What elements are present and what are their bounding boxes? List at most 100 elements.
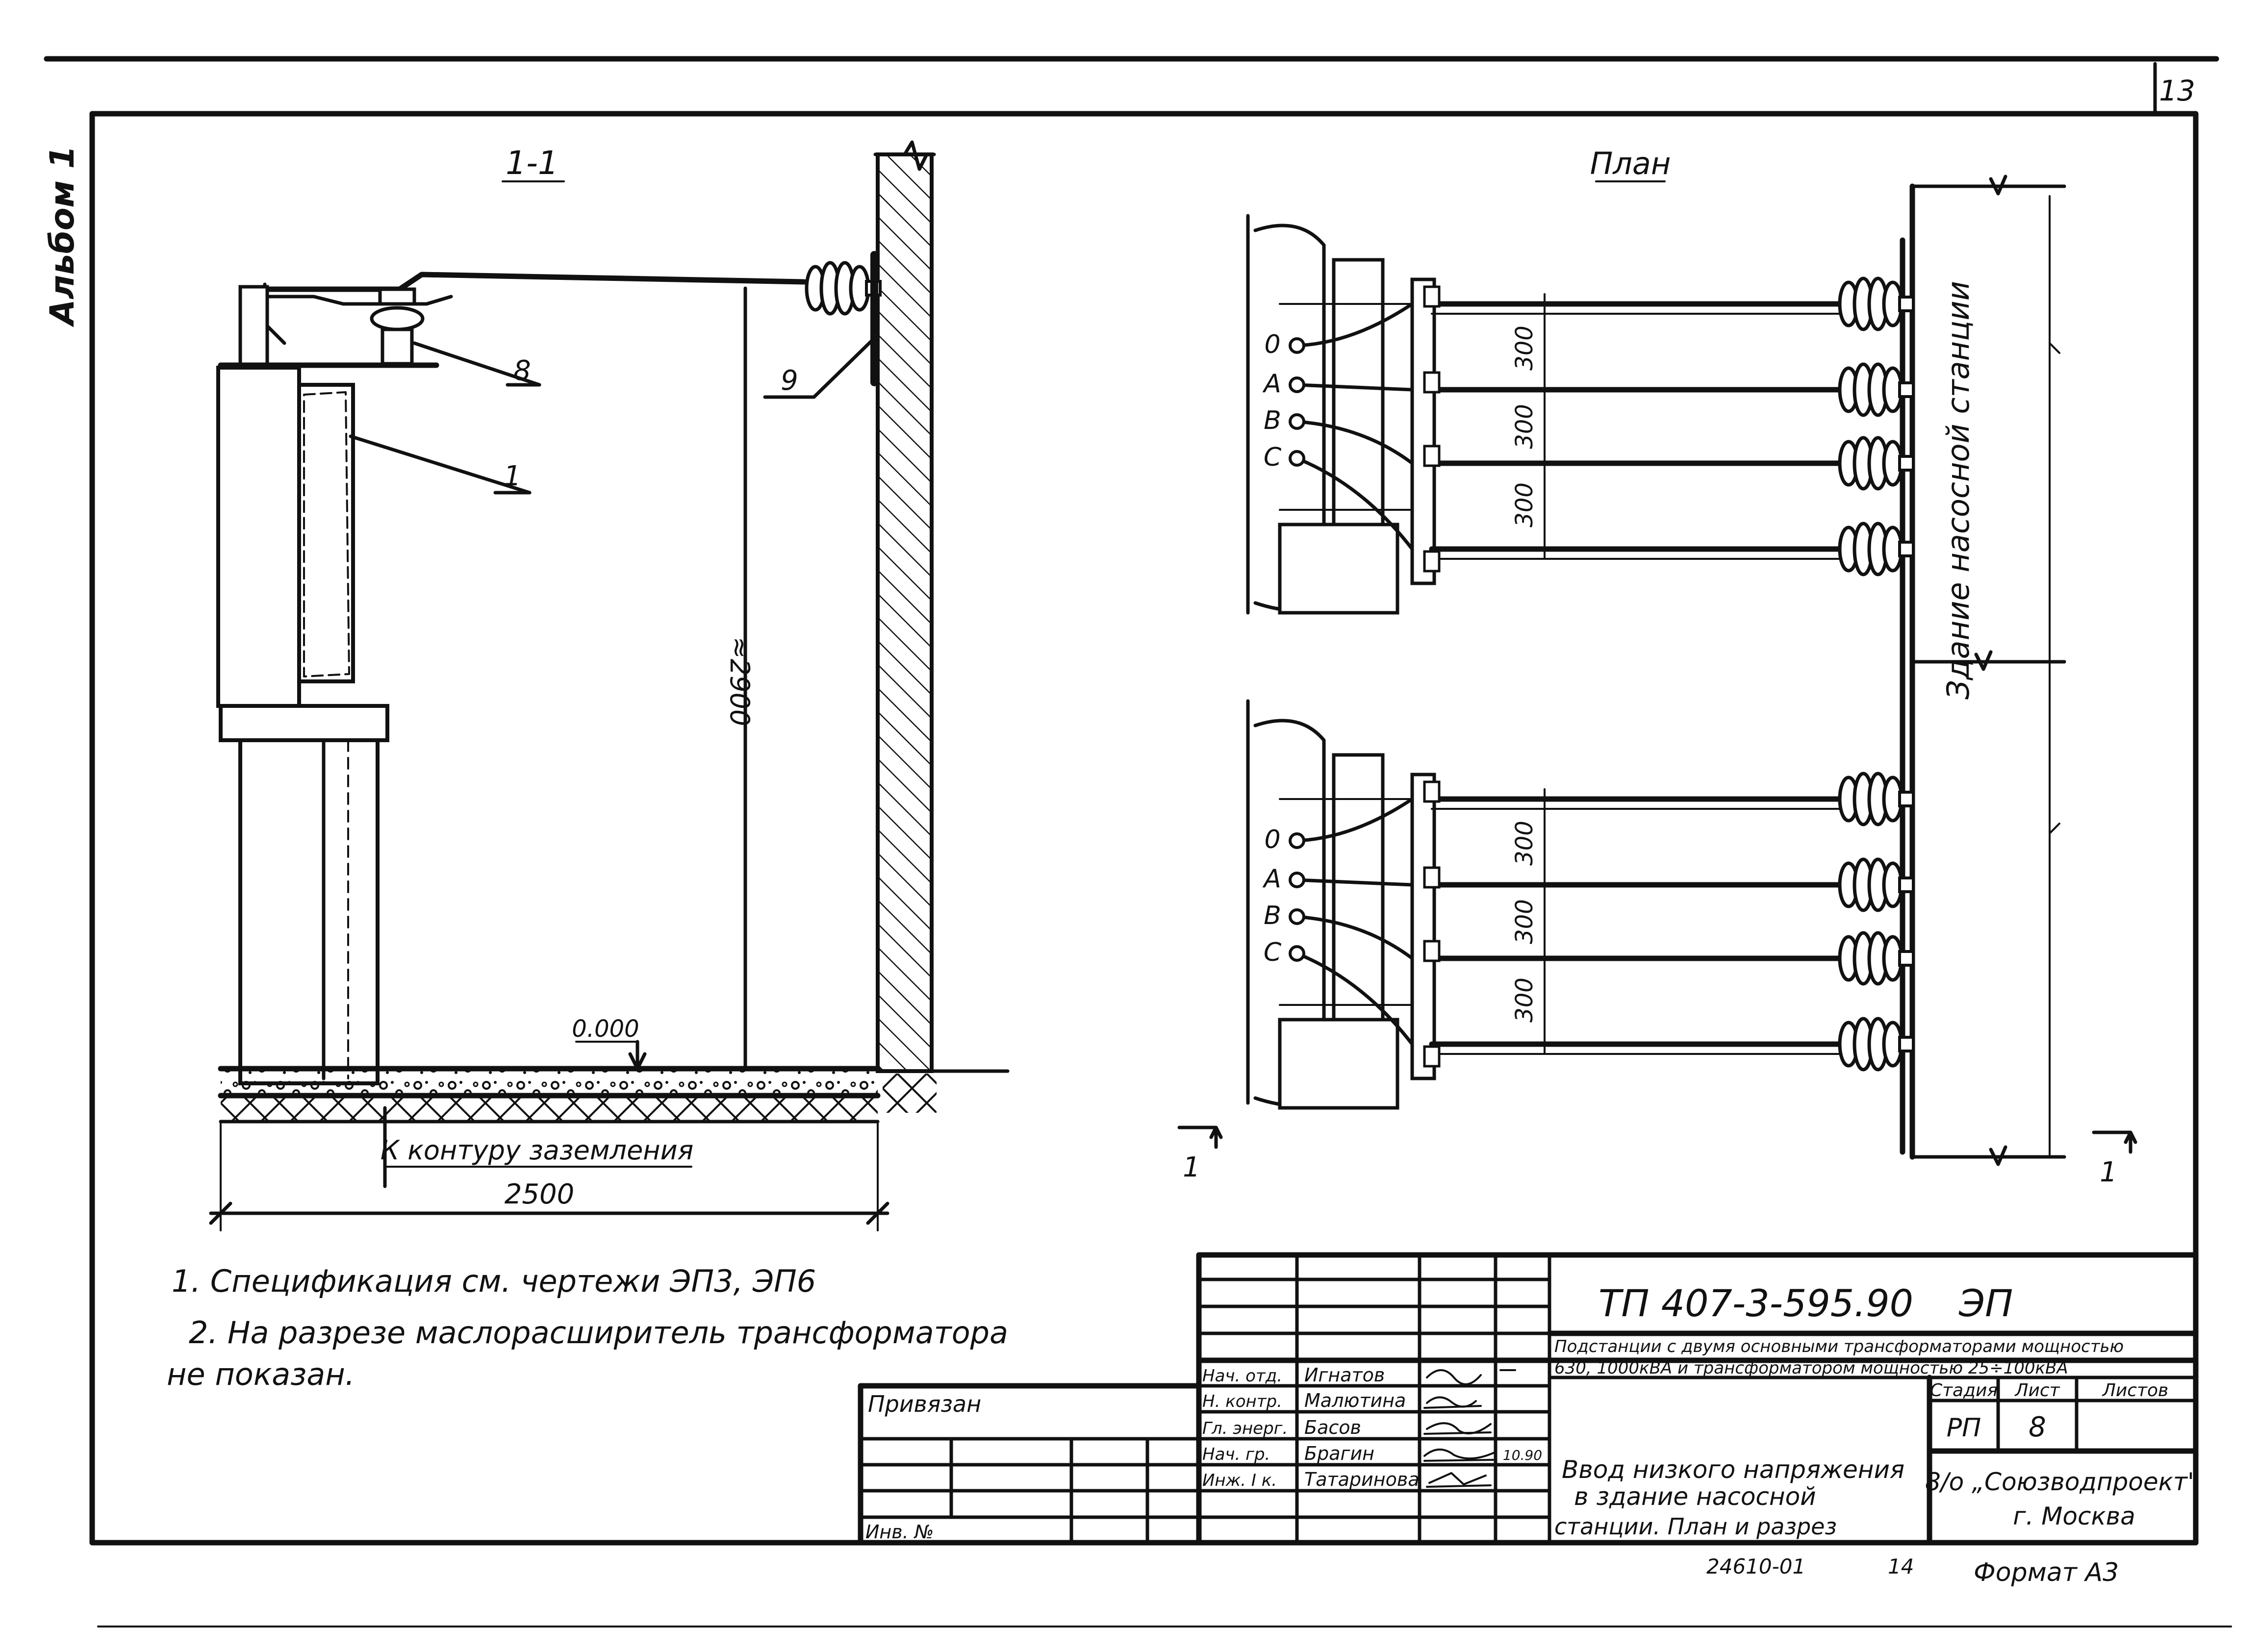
title-block: Привязан Инв. № Нач. отд. Игнатов Н. кон… [858, 1252, 2199, 1546]
width-dim-ticks [209, 1201, 889, 1225]
soil-hatch [221, 1097, 878, 1122]
phase-label-c: C [1264, 938, 1282, 967]
archive-sheet: 14 [1888, 1554, 1914, 1578]
document-code: ТП 407-3-595.90 [1599, 1281, 1913, 1325]
plan-wall-ticks [2049, 342, 2060, 834]
floor-gravel [221, 1069, 878, 1096]
bus-support-frame [1410, 773, 1436, 1080]
section-title: 1-1 [506, 144, 558, 182]
sig-role-5: Инж. I к. [1202, 1471, 1277, 1490]
sig-role-2: Н. контр. [1202, 1392, 1282, 1411]
lead-0 [1295, 797, 1414, 843]
sig-name-4: Брагин [1304, 1443, 1374, 1464]
support-b [1423, 940, 1441, 962]
sig-name-5: Татаринова [1304, 1469, 1420, 1490]
spacing-dim-2: 300 [1511, 404, 1538, 449]
plan-building [1912, 186, 2064, 1147]
bushing-shed [370, 306, 425, 331]
phase-label-b: B [1264, 406, 1281, 435]
callout-9: 9 [781, 365, 798, 397]
lead-b [1295, 915, 1414, 960]
sheets-header: Листов [2102, 1380, 2168, 1401]
binding-label: Привязан [868, 1391, 981, 1417]
bushing-body [381, 327, 414, 366]
transformer-side [1332, 258, 1385, 576]
transformer-cabinet [1278, 1018, 1399, 1110]
bus-support-frame [1410, 277, 1436, 585]
sig-name-1: Игнатов [1304, 1364, 1385, 1386]
terminal-a [1289, 872, 1305, 888]
sheet-title-line-1: Ввод низкого напряжения [1562, 1455, 1904, 1484]
callout-1: 1 [504, 460, 521, 492]
stage-header: Стадия [1930, 1380, 1998, 1401]
terminal-c [1289, 945, 1305, 962]
support-b [1423, 445, 1441, 467]
spacing-dim-1: 300 [1511, 821, 1538, 866]
callout-9-leader [812, 336, 876, 399]
plan-unit-lower: 0 A B C 300 300 300 [1246, 699, 1913, 1110]
sheet-header: Лист [2014, 1380, 2060, 1401]
sig-role-1: Нач. отд. [1202, 1366, 1282, 1386]
signature-3 [1423, 1422, 1492, 1435]
lead-c [1295, 456, 1414, 551]
outside-soil [883, 1074, 937, 1113]
stage-value: РП [1947, 1413, 1981, 1443]
organization-line-2: г. Москва [2013, 1502, 2135, 1530]
signature-2 [1423, 1396, 1482, 1409]
support-0 [1423, 285, 1441, 308]
phase-label-c: C [1264, 443, 1282, 472]
phase-label-0: 0 [1264, 330, 1280, 359]
description-line-2: 630, 1000кВА и трансформатором мощностью… [1554, 1358, 2068, 1378]
spacing-dim-1: 300 [1511, 325, 1538, 371]
support-0 [1423, 780, 1441, 803]
section-cut-left-label: 1 [1183, 1151, 1200, 1183]
sheet-title-line-2: в здание насосной [1574, 1482, 1816, 1511]
transformer-cover [297, 383, 355, 683]
support-c [1423, 1045, 1441, 1068]
plan-title: План [1590, 146, 1671, 181]
sheet-format: Формат А3 [1974, 1558, 2119, 1587]
description-line-1: Подстанции с двумя основными трансформат… [1554, 1337, 2124, 1356]
lead-0 [1295, 302, 1414, 348]
section-cut-right-label: 1 [2100, 1156, 2117, 1188]
section-cut-right [2092, 1130, 2137, 1154]
plan-unit-upper: 0 A B C 300 300 300 [1246, 214, 1913, 615]
spacing-dim-2: 300 [1511, 899, 1538, 944]
note-1: 1. Спецификация см. чертежи ЭП3, ЭП6 [172, 1263, 816, 1299]
building-wall [876, 152, 934, 1073]
organization-line-1: 8/о „Союзводпроект" [1925, 1468, 2199, 1496]
bushing-cap [378, 287, 416, 306]
lead-c [1295, 951, 1414, 1046]
signature-1 [1426, 1369, 1516, 1385]
level-arrow [628, 1040, 647, 1071]
signature-5 [1426, 1472, 1492, 1488]
archive-number: 24610-01 [1706, 1554, 1805, 1578]
support-a [1423, 866, 1441, 889]
terminal-a [1289, 376, 1305, 393]
transformer-base [219, 704, 389, 742]
sig-name-2: Малютина [1304, 1390, 1406, 1411]
general-notes: 1. Спецификация см. чертежи ЭП3, ЭП6 2. … [167, 1263, 1008, 1392]
spacing-dim-3: 300 [1511, 482, 1538, 527]
cover-dashed [303, 391, 350, 677]
wall-insulator [807, 263, 880, 314]
plan-wall-break-bottom [1989, 1145, 2007, 1166]
wall-break-mark [873, 140, 936, 171]
sig-name-3: Басов [1304, 1417, 1361, 1438]
phase-label-0: 0 [1264, 825, 1280, 854]
terminal-0 [1289, 832, 1305, 849]
lead-a [1295, 878, 1414, 887]
plan-wall-split [1910, 650, 2066, 671]
ground-note: К контуру заземления [381, 1135, 693, 1166]
sig-role-3: Гл. энерг. [1202, 1419, 1288, 1438]
sheet-title-line-3: станции. План и разрез [1554, 1513, 1837, 1540]
transformer-tank [216, 366, 301, 708]
support-c [1423, 550, 1441, 573]
foundation [238, 738, 380, 1085]
phase-label-b: B [1264, 901, 1281, 930]
sig-role-4: Нач. гр. [1202, 1445, 1270, 1464]
lead-b [1295, 420, 1414, 465]
busbar-lower [253, 295, 453, 306]
